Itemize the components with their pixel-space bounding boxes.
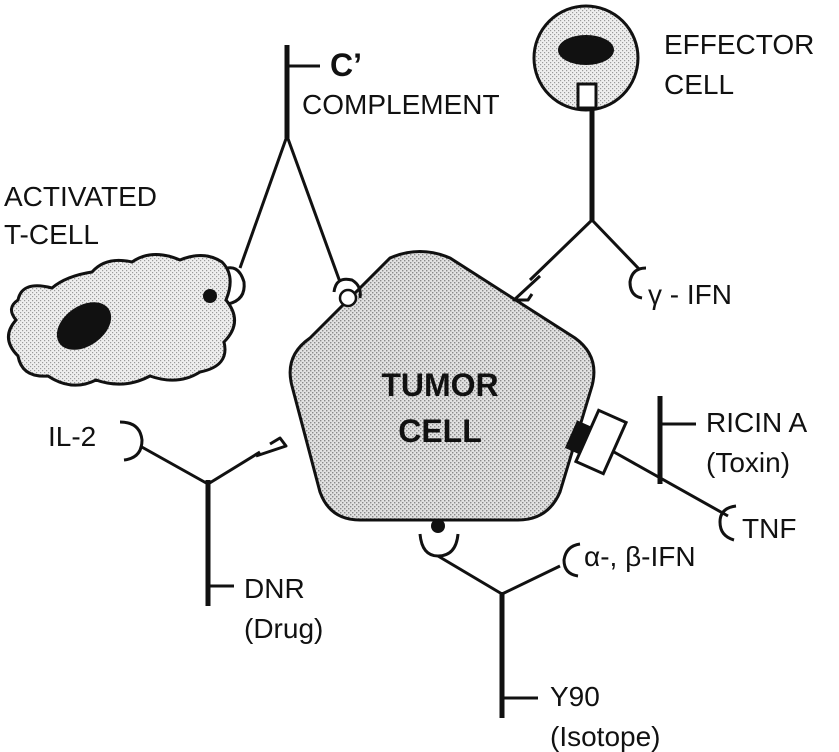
tumor-cell-label-line1: TUMOR bbox=[381, 367, 498, 403]
y90-ifn-antibody bbox=[418, 519, 581, 718]
complement-antibody bbox=[221, 45, 362, 308]
t-cell-nucleus bbox=[56, 302, 112, 350]
ricin-tnf-antibody bbox=[564, 396, 737, 542]
activated-label-line2: T-CELL bbox=[4, 219, 99, 250]
fc-receptor bbox=[576, 82, 598, 110]
antibody-binding-box bbox=[573, 408, 629, 476]
activated-t-cell bbox=[7, 253, 236, 387]
complement-symbol: C’ bbox=[330, 47, 362, 83]
effector-nucleus bbox=[558, 35, 614, 65]
effector-label-line1: EFFECTOR bbox=[664, 29, 814, 60]
ricin-label-line1: RICIN A bbox=[706, 407, 807, 438]
effector-antibody bbox=[512, 108, 647, 302]
tumor-cell-label-line2: CELL bbox=[398, 413, 482, 449]
effector-cell bbox=[532, 4, 640, 112]
activated-label-line1: ACTIVATED bbox=[4, 181, 157, 212]
complement-label: COMPLEMENT bbox=[302, 89, 500, 120]
effector-label-line2: CELL bbox=[664, 69, 734, 100]
ricin-label-line2: (Toxin) bbox=[706, 447, 790, 478]
t-cell-receptor-dot bbox=[203, 289, 217, 303]
tnf-label: TNF bbox=[742, 513, 796, 544]
tumor-receptor-dot bbox=[431, 519, 445, 533]
dnr-label-line2: (Drug) bbox=[244, 613, 323, 644]
dnr-label-line1: DNR bbox=[244, 573, 305, 604]
il2-label: IL-2 bbox=[48, 421, 96, 452]
y90-label-line2: (Isotope) bbox=[550, 721, 661, 752]
alpha-beta-ifn-label: α-, β-IFN bbox=[584, 541, 696, 572]
y90-label-line1: Y90 bbox=[550, 681, 600, 712]
tumor-cell bbox=[288, 250, 596, 522]
gamma-ifn-label: γ - IFN bbox=[648, 279, 732, 310]
il2-dnr-antibody bbox=[119, 420, 288, 606]
